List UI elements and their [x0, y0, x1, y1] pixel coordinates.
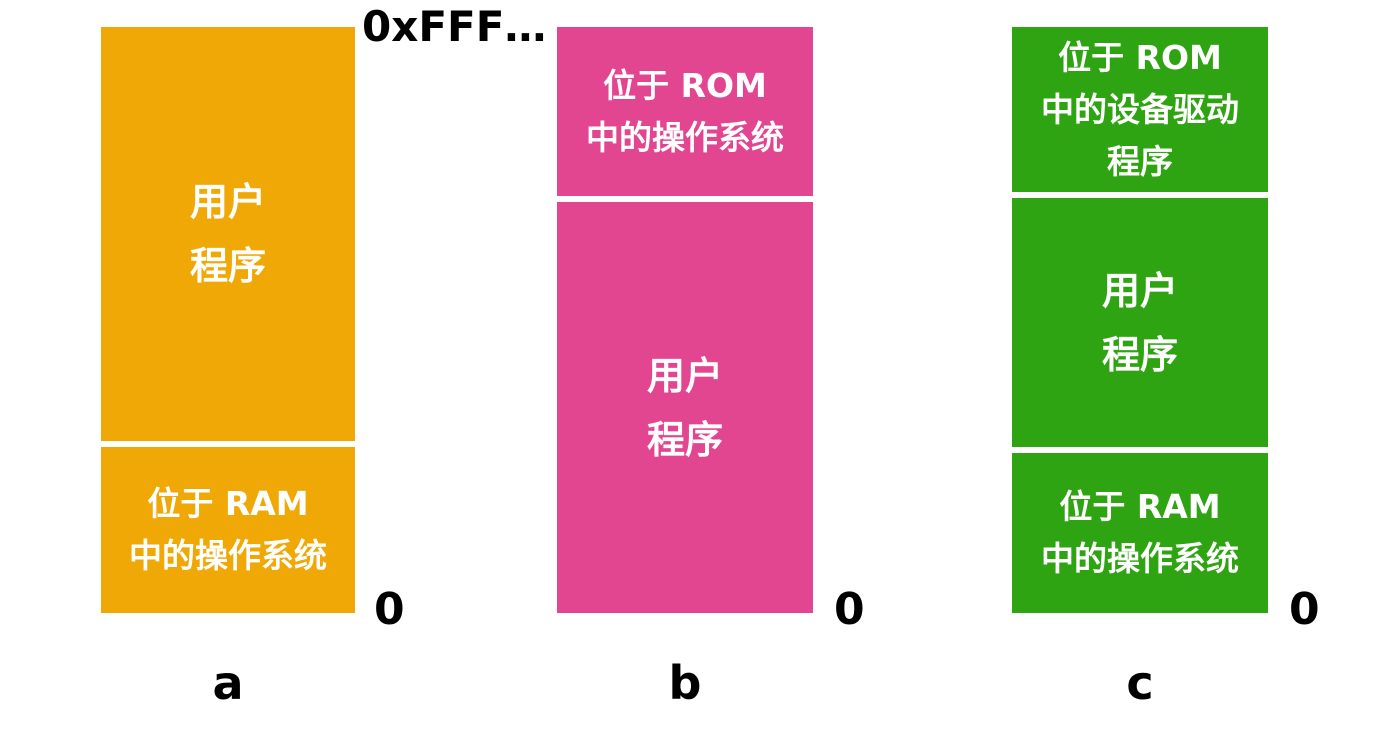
column-letter-c: c: [1126, 656, 1154, 710]
block-label-line: 用户: [646, 353, 723, 398]
top-address-label: 0xFFF…: [362, 2, 547, 51]
block-label-line: 用户: [189, 180, 266, 224]
block-label-line: 程序: [1107, 141, 1173, 181]
block-os-in-ram-c: 位于 RAM 中的操作系统: [1012, 453, 1268, 613]
memory-column-b: 位于 ROM 中的操作系统 用户 程序: [557, 27, 813, 613]
block-label-line: 位于 RAM: [1059, 487, 1221, 526]
block-device-drivers-in-rom-c: 位于 ROM 中的设备驱动 程序: [1012, 27, 1268, 192]
block-label-line: 程序: [646, 417, 723, 462]
column-letter-b: b: [668, 656, 702, 710]
block-user-program-b: 用户 程序: [557, 202, 813, 613]
memory-column-c: 位于 ROM 中的设备驱动 程序 用户 程序 位于 RAM 中的操作系统: [1012, 27, 1268, 613]
block-label-line: 中的操作系统: [1041, 539, 1239, 578]
bottom-address-label-c: 0: [1289, 584, 1320, 635]
block-label-line: 中的设备驱动: [1041, 89, 1239, 129]
block-label-line: 中的操作系统: [129, 536, 327, 575]
column-letter-a: a: [212, 656, 244, 710]
bottom-address-label-b: 0: [834, 584, 865, 635]
block-user-program-a: 用户 程序: [101, 27, 355, 441]
block-label-line: 位于 ROM: [603, 65, 767, 105]
block-label-line: 位于 RAM: [147, 484, 309, 523]
block-label-line: 用户: [1101, 268, 1178, 313]
block-os-in-rom-b: 位于 ROM 中的操作系统: [557, 27, 813, 196]
memory-column-a: 用户 程序 位于 RAM 中的操作系统: [101, 27, 355, 613]
block-label-line: 中的操作系统: [586, 117, 784, 157]
block-label-line: 程序: [189, 244, 266, 288]
bottom-address-label-a: 0: [374, 584, 405, 635]
block-user-program-c: 用户 程序: [1012, 198, 1268, 447]
block-label-line: 程序: [1101, 332, 1178, 377]
block-os-in-ram-a: 位于 RAM 中的操作系统: [101, 447, 355, 613]
block-label-line: 位于 ROM: [1058, 37, 1222, 77]
